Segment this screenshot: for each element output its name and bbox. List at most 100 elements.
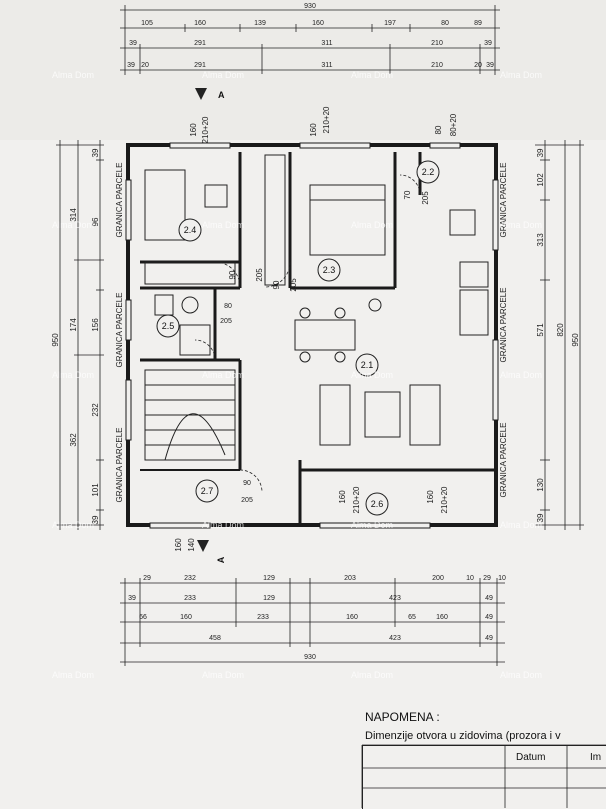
watermark-11: Alma Dom <box>351 370 393 380</box>
col-datum: Datum <box>516 752 546 763</box>
bottom-dimensions <box>120 578 505 666</box>
room-2-5: 2.5 <box>162 321 175 331</box>
opening-label-18: 210+20 <box>352 486 361 513</box>
parcel-label-left-3: GRANICA PARCELE <box>115 428 124 503</box>
opening-label-6: 80+20 <box>449 113 458 136</box>
dim-right-in-5: 130 <box>536 478 545 492</box>
dim-bot1-7: 29 <box>483 575 491 582</box>
dim-left-in-5: 101 <box>91 483 100 497</box>
dim-top-1: 105 <box>141 20 153 27</box>
dim-bot3-4: 160 <box>346 614 358 621</box>
opening-label-7: 70 <box>403 190 412 199</box>
dim-top-7: 89 <box>474 20 482 27</box>
dim-bot3-6: 160 <box>436 614 448 621</box>
dim-top-4: 160 <box>312 20 324 27</box>
dim-top3-4: 311 <box>321 62 332 69</box>
watermark-8: Alma Dom <box>500 220 542 230</box>
opening-label-5: 80 <box>434 125 443 134</box>
dim-top2-3: 311 <box>321 40 332 47</box>
watermark-20: Alma Dom <box>500 670 542 680</box>
dim-right-in-4: 571 <box>536 323 545 337</box>
note-title: NAPOMENA : <box>365 710 440 724</box>
room-2-3: 2.3 <box>323 265 336 275</box>
opening-label-3: 160 <box>309 123 318 137</box>
watermark-1: Alma Dom <box>52 70 94 80</box>
watermark-14: Alma Dom <box>202 520 244 530</box>
opening-label-20: 210+20 <box>440 486 449 513</box>
opening-label-22: 140 <box>187 538 196 552</box>
dim-bot2-2: 233 <box>184 595 196 602</box>
watermark-7: Alma Dom <box>351 220 393 230</box>
dim-right-in-2: 102 <box>536 173 545 187</box>
dim-left-mid-1: 314 <box>69 208 78 222</box>
watermark-5: Alma Dom <box>52 220 94 230</box>
section-marker-bottom: A <box>197 540 226 563</box>
dim-left-mid-3: 362 <box>69 433 78 447</box>
dim-bot1-1: 29 <box>143 575 151 582</box>
watermark-12: Alma Dom <box>500 370 542 380</box>
opening-label-19: 160 <box>426 490 435 504</box>
dim-bot3-5: 65 <box>408 614 416 621</box>
room-2-4: 2.4 <box>184 225 197 235</box>
opening-label-2: 210+20 <box>201 116 210 143</box>
dim-bot1-6: 10 <box>466 575 474 582</box>
watermark-4: Alma Dom <box>500 70 542 80</box>
dim-bot1-3: 129 <box>263 575 275 582</box>
opening-label-16: 205 <box>241 497 253 504</box>
dim-bot3-7: 49 <box>485 614 493 621</box>
dim-bot4-1: 458 <box>209 635 221 642</box>
dim-bot2-4: 423 <box>389 595 401 602</box>
dim-top3-5: 210 <box>431 62 443 69</box>
dim-bot1-8: 10 <box>498 575 506 582</box>
parcel-label-left-2: GRANICA PARCELE <box>115 293 124 368</box>
parcel-label-right-2: GRANICA PARCELE <box>499 288 508 363</box>
parcel-label-right-3: GRANICA PARCELE <box>499 423 508 498</box>
dim-total-width-top: 930 <box>304 3 316 10</box>
dim-bot4-3: 49 <box>485 635 493 642</box>
room-2-7: 2.7 <box>201 486 214 496</box>
title-block: Datum Im <box>362 745 606 809</box>
opening-label-11: 90 <box>272 280 281 289</box>
watermark-15: Alma Dom <box>351 520 393 530</box>
dim-left-in-3: 156 <box>91 318 100 332</box>
room-2-6: 2.6 <box>371 499 384 509</box>
dim-bot3-3: 233 <box>257 614 269 621</box>
windows <box>125 142 499 529</box>
furniture <box>144 154 489 461</box>
section-label-bottom: A <box>216 556 226 563</box>
dim-total-width-bottom: 930 <box>304 654 316 661</box>
dim-top3-1: 39 <box>127 62 135 69</box>
dim-top2-5: 39 <box>484 40 492 47</box>
opening-label-17: 160 <box>338 490 347 504</box>
dim-bot2-1: 39 <box>128 595 136 602</box>
dim-bot4-2: 423 <box>389 635 401 642</box>
room-2-2: 2.2 <box>422 167 435 177</box>
watermark-10: Alma Dom <box>202 370 244 380</box>
dim-left-mid-2: 174 <box>69 318 78 332</box>
watermark-18: Alma Dom <box>202 670 244 680</box>
dim-top-6: 80 <box>441 20 449 27</box>
dim-top3-3: 291 <box>194 62 206 69</box>
watermark-9: Alma Dom <box>52 370 94 380</box>
opening-label-15: 90 <box>243 480 251 487</box>
dim-right-in-1: 39 <box>536 148 545 157</box>
dim-bot3-1: 66 <box>139 614 147 621</box>
dim-top-2: 160 <box>194 20 206 27</box>
dim-top3-6: 20 <box>474 62 482 69</box>
watermark-6: Alma Dom <box>202 220 244 230</box>
section-marker-top: A <box>195 88 225 100</box>
dim-right-in-6: 39 <box>536 513 545 522</box>
opening-label-8: 205 <box>421 191 430 205</box>
dim-right-outer-1: 820 <box>556 323 565 337</box>
dim-top2-1: 39 <box>129 40 137 47</box>
top-dimensions <box>120 5 500 75</box>
watermark-16: Alma Dom <box>500 520 542 530</box>
dim-top3-2: 20 <box>141 62 149 69</box>
opening-label-4: 210+20 <box>322 106 331 133</box>
section-label-top: A <box>218 90 225 100</box>
room-markers <box>156 160 440 516</box>
opening-label-10: 205 <box>255 268 264 282</box>
parcel-label-right-1: GRANICA PARCELE <box>499 163 508 238</box>
opening-label-14: 205 <box>220 318 232 325</box>
